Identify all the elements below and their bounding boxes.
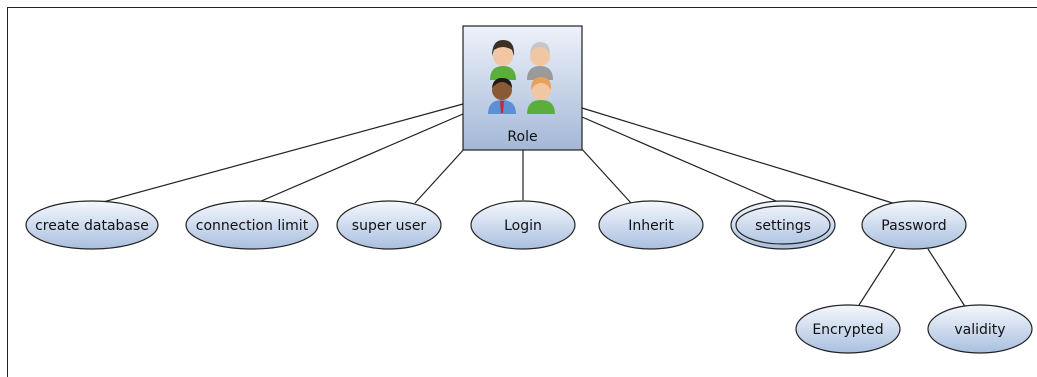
edge-role-create-database	[91, 103, 464, 206]
attr-label-settings: settings	[755, 218, 811, 234]
attr-login[interactable]: Login	[470, 200, 576, 250]
attr-label-connection-limit: connection limit	[196, 218, 309, 234]
edge-password-validity	[927, 248, 967, 309]
er-diagram: create database connection limit super u…	[25, 25, 1033, 354]
role-entity[interactable]	[462, 25, 583, 151]
edge-role-super-user	[414, 146, 467, 204]
attr-label-super-user: super user	[352, 218, 427, 234]
role-label: Role	[507, 129, 538, 145]
attr-password[interactable]: Password	[861, 200, 967, 250]
edge-role-connection-limit	[251, 113, 464, 206]
attr-label-encrypted: Encrypted	[812, 322, 883, 338]
attr-encrypted[interactable]: Encrypted	[795, 304, 901, 354]
canvas-frame	[7, 7, 1037, 377]
attr-label-login: Login	[504, 218, 542, 234]
attr-label-validity: validity	[954, 322, 1005, 338]
attr-validity[interactable]: validity	[927, 304, 1033, 354]
attr-connection-limit[interactable]: connection limit	[185, 200, 319, 250]
attr-super-user[interactable]: super user	[336, 200, 442, 250]
edge-password-encrypted	[858, 248, 896, 306]
users-group-icon	[488, 40, 555, 114]
attr-label-create-database: create database	[35, 218, 149, 234]
edge-role-inherit	[579, 146, 632, 204]
attr-create-database[interactable]: create database	[25, 200, 159, 250]
connectors	[91, 103, 967, 309]
edge-role-settings	[581, 116, 784, 205]
attr-inherit[interactable]: Inherit	[598, 200, 704, 250]
edge-role-password	[581, 107, 910, 209]
attr-label-password: Password	[881, 218, 946, 234]
attr-label-inherit: Inherit	[628, 218, 674, 234]
attr-settings[interactable]: settings	[730, 200, 836, 250]
